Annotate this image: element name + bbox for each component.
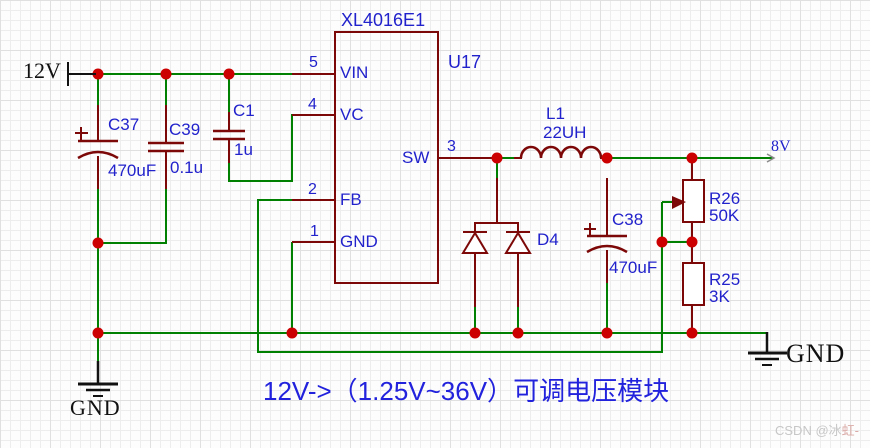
netlabel-arrow-icon [766,153,776,163]
pin-name-vc: VC [340,105,364,124]
caption-latin: 12V->（1.25V~36V） [263,376,514,406]
c39-value: 0.1u [170,158,204,177]
polarity-marks [75,127,596,236]
gnd-label-right: GND [786,339,846,368]
r26-wiper-arrow [672,196,686,209]
ground-symbol-left [78,361,118,397]
l1-ref: L1 [546,104,565,123]
junction-dot [656,236,668,248]
gnd-label-left: GND [70,395,121,420]
r25-ref: R25 [709,270,741,289]
junction-dots [92,68,698,339]
junction-dot [92,68,104,80]
capacitor-plates [77,129,628,254]
junction-dot [686,236,698,248]
junction-dot [512,327,524,339]
port-12v-label: 12V [23,58,61,83]
r26-value: 50K [709,206,740,225]
watermark-suffix: 虹- [841,423,859,438]
watermark: CSDN @冰虹- [775,424,859,438]
ic-refdes: U17 [448,52,482,72]
c37-value: 470uF [108,161,157,180]
c39-ref: C39 [169,120,201,139]
ground-symbol-right [748,332,787,366]
junction-dot [601,152,613,164]
c37-ref: C37 [108,115,140,134]
pin-name-vin: VIN [340,63,369,82]
r26-ref: R26 [709,189,741,208]
c38-plate-curved [586,244,628,254]
c1-ref: C1 [233,101,255,120]
resistor-r25-body [682,262,705,306]
diode-d4 [461,231,532,254]
c38-ref: C38 [612,210,644,229]
netlabel-8v: 8V [771,138,791,155]
junction-dot [686,152,698,164]
d4-ref: D4 [537,230,559,249]
d2-triangle [504,231,532,254]
inductor-l1-coil [519,145,603,159]
pin-number-2: 2 [308,181,317,198]
caption: 12V->（1.25V~36V）可调电压模块 [263,376,670,406]
junction-dot [686,327,698,339]
ic-body-u17 [334,31,439,284]
c1-value: 1u [234,140,253,159]
junction-dot [469,327,481,339]
junction-dot [286,327,298,339]
d1-triangle [461,231,489,254]
c38-value: 470uF [609,258,658,277]
pin-number-4: 4 [308,96,317,113]
component-leads [97,73,693,334]
pin-number-5: 5 [309,54,318,71]
port-12v-symbol [67,62,96,86]
junction-dot [160,68,172,80]
junction-dot [601,327,613,339]
pin-number-1: 1 [310,223,319,240]
l1-value: 22UH [543,123,587,142]
pin-number-3: 3 [447,138,456,155]
c37-plate-curved [77,150,119,160]
ic-title: XL4016E1 [341,10,426,30]
junction-dot [491,152,503,164]
junction-dot [92,237,104,249]
resistor-r26-body [682,179,705,223]
r25-value: 3K [709,287,730,306]
pin-name-gnd: GND [340,232,378,251]
junction-dot [223,68,235,80]
pin-name-sw: SW [402,148,430,167]
junction-dot [92,327,104,339]
pin-name-fb: FB [340,190,362,209]
watermark-prefix: CSDN @冰 [775,423,842,438]
wires [95,73,773,363]
caption-chinese: 可调电压模块 [513,377,670,406]
